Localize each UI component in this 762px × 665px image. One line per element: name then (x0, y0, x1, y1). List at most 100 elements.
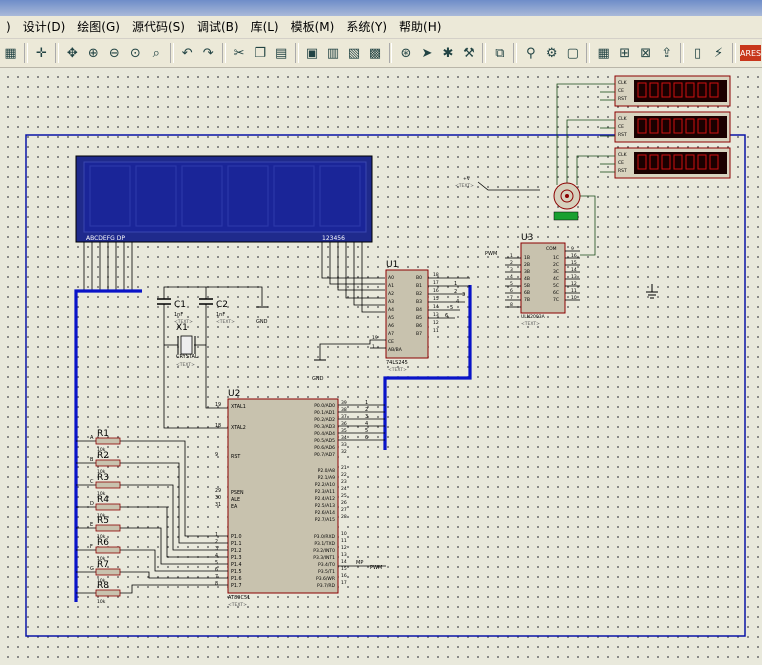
electrical-check-icon[interactable]: ⚡ (713, 45, 724, 61)
svg-text:<TEXT>: <TEXT> (521, 321, 540, 327)
block-copy-icon[interactable]: ▣ (305, 45, 319, 61)
svg-text:P3.6/WR: P3.6/WR (316, 576, 335, 582)
svg-text:13: 13 (433, 312, 439, 318)
svg-text:RST: RST (618, 96, 627, 102)
svg-text:A3: A3 (388, 299, 394, 305)
svg-text:10k: 10k (97, 556, 106, 562)
ares-icon[interactable]: ARES (739, 45, 762, 61)
pan-icon[interactable]: ✥ (66, 45, 78, 61)
svg-text:18: 18 (433, 272, 439, 278)
svg-text:2: 2 (365, 407, 368, 413)
copy-icon[interactable]: ❐ (254, 45, 266, 61)
zoom-in-icon[interactable]: ⊕ (87, 45, 99, 61)
menu-draw[interactable]: 绘图(G) (77, 20, 120, 34)
capacitor-c1[interactable]: C1 1nF <TEXT> (157, 298, 193, 325)
make-device-icon[interactable]: ➤ (421, 45, 433, 61)
svg-text:1: 1 (454, 281, 457, 287)
svg-text:C: C (90, 479, 94, 485)
svg-text:R4: R4 (97, 495, 109, 505)
u1-output-wires (319, 277, 470, 360)
zoom-out-icon[interactable]: ⊖ (108, 45, 120, 61)
menu-template[interactable]: 模板(M) (290, 20, 335, 34)
svg-text:7: 7 (510, 295, 513, 301)
svg-text:9: 9 (571, 246, 574, 252)
gnd-caps: GND (256, 306, 268, 325)
wire-autorouter-icon[interactable]: ⧉ (495, 45, 505, 61)
counter-digits (637, 82, 719, 170)
block-rotate-icon[interactable]: ▧ (347, 45, 361, 61)
svg-text:GND: GND (312, 376, 324, 382)
block-delete-icon[interactable]: ▩ (368, 45, 382, 61)
toolbar-separator (388, 43, 393, 63)
menu-help[interactable]: 帮助(H) (399, 20, 442, 34)
menu-debug[interactable]: 调试(B) (196, 20, 239, 34)
svg-text:13: 13 (571, 274, 577, 280)
svg-text:4B: 4B (524, 276, 530, 282)
origin-icon[interactable]: ✛ (35, 45, 47, 61)
svg-text:6: 6 (510, 288, 513, 294)
crystal-x1[interactable]: X1 CRYSTAL <TEXT> (176, 323, 198, 368)
svg-text:U1: U1 (386, 260, 398, 270)
svg-text:7: 7 (215, 574, 218, 580)
redo-icon[interactable]: ↷ (202, 45, 214, 61)
toolbar-separator (586, 43, 591, 63)
menu-design[interactable]: 设计(D) (22, 20, 66, 34)
svg-text:PSEN: PSEN (231, 490, 244, 496)
zoom-area-icon[interactable]: ⌕ (152, 45, 160, 61)
svg-text:P3.0/RXD: P3.0/RXD (314, 534, 336, 540)
paste-icon[interactable]: ▤ (274, 45, 288, 61)
svg-text:15: 15 (341, 566, 347, 572)
crystal-wires (163, 286, 263, 429)
pick-device-icon[interactable]: ⊛ (400, 45, 412, 61)
bill-of-materials-icon[interactable]: ▦ (597, 45, 610, 61)
svg-text:P1.1: P1.1 (231, 541, 242, 547)
grid-icon[interactable]: ▦ (4, 45, 17, 61)
menu-library[interactable]: 库(L) (250, 20, 279, 34)
svg-text:P1.7: P1.7 (231, 583, 242, 589)
svg-text:5B: 5B (524, 283, 530, 289)
netlist-icon[interactable]: ▯ (693, 45, 702, 61)
svg-text:16: 16 (571, 253, 577, 259)
new-sheet-icon[interactable]: ▢ (566, 45, 579, 61)
menu-prev[interactable]: ) (6, 20, 11, 34)
svg-text:P3.7/RD: P3.7/RD (317, 583, 336, 589)
package-icon[interactable]: ✱ (442, 45, 454, 61)
decompose-icon[interactable]: ⚒ (463, 45, 475, 61)
svg-text:P1.6: P1.6 (231, 576, 242, 582)
lcd-display[interactable]: ABCDEFG DP 123456 (75, 155, 373, 243)
svg-text:PWM: PWM (370, 565, 382, 571)
menu-source[interactable]: 源代码(S) (131, 20, 185, 34)
capacitor-c2[interactable]: C2 1nF <TEXT> (199, 298, 235, 325)
search-icon[interactable]: ⚲ (525, 45, 536, 61)
svg-text:P1.5: P1.5 (231, 569, 242, 575)
svg-text:<TEXT>: <TEXT> (216, 319, 235, 325)
svg-text:P3.4/T0: P3.4/T0 (318, 562, 335, 568)
cut-icon[interactable]: ✂ (233, 45, 245, 61)
svg-text:33: 33 (341, 442, 347, 448)
remove-sheet-icon[interactable]: ⊠ (640, 45, 652, 61)
svg-text:P3.1/TXD: P3.1/TXD (314, 541, 335, 547)
add-sheet-icon[interactable]: ⊞ (619, 45, 631, 61)
pwm-input-label: PWM (485, 251, 497, 257)
svg-text:B7: B7 (416, 331, 422, 337)
zoom-all-icon[interactable]: ⊙ (129, 45, 141, 61)
svg-text:5: 5 (450, 305, 453, 311)
svg-text:10k: 10k (97, 599, 106, 605)
svg-text:4: 4 (365, 421, 368, 427)
u2-at89c51[interactable]: U2 AT89C51 <TEXT> XTAL1 XTAL2 RST PSEN A… (215, 389, 347, 608)
svg-text:P3.3/INT1: P3.3/INT1 (313, 555, 335, 561)
svg-text:2: 2 (454, 289, 457, 295)
menu-system[interactable]: 系统(Y) (346, 20, 388, 34)
goto-sheet-icon[interactable]: ⇪ (661, 45, 673, 61)
property-tool-icon[interactable]: ⚙ (545, 45, 558, 61)
block-move-icon[interactable]: ▥ (326, 45, 340, 61)
undo-icon[interactable]: ↶ (181, 45, 193, 61)
motor[interactable] (553, 182, 581, 221)
